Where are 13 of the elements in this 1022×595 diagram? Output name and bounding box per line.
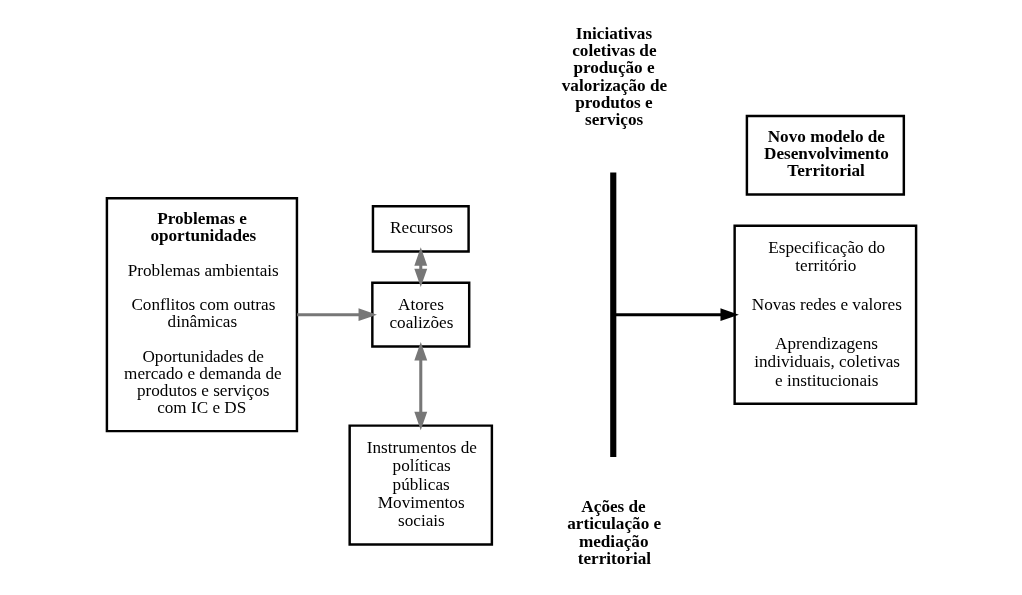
node-box: Instrumentos de políticas públicas Movimentos sociais bbox=[347, 424, 493, 546]
arrow bbox=[614, 308, 739, 322]
node-box: Recursos bbox=[371, 204, 470, 253]
node-box: Novo modelo de Desenvolvimento Territorial bbox=[745, 114, 905, 196]
arrow bbox=[413, 247, 427, 288]
label: Iniciativas coletivas de produção e valorização de produtos e serviços bbox=[561, 24, 667, 129]
node-box: Atores coalizões bbox=[370, 281, 470, 348]
arrow bbox=[413, 342, 427, 431]
node-bar bbox=[609, 172, 616, 457]
node-box: Especificação do território Novas redes e valores Aprendizagens individuais, coletivas e institucionais bbox=[732, 224, 917, 405]
arrow bbox=[296, 308, 377, 322]
label: Ações de articulação e mediação territorial bbox=[566, 497, 661, 568]
node-box: Problemas e oportunidades Problemas ambientais Conflitos com outras dinâmicas Oportunidades de mercado e demanda de produtos e serviços com IC e DS bbox=[105, 196, 298, 433]
